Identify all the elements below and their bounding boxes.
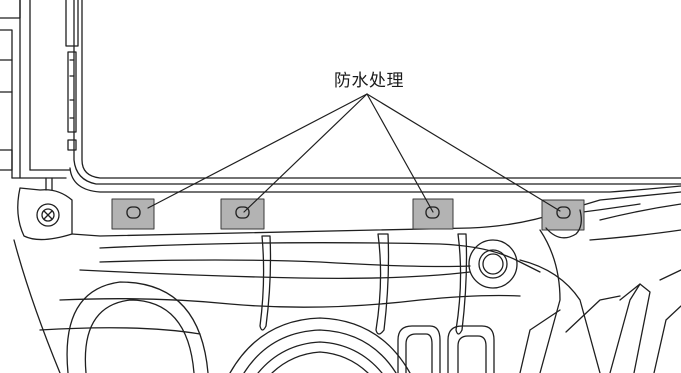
leader-line-4 <box>366 93 561 212</box>
speaker-opening <box>66 281 209 373</box>
waterproof-patch-4 <box>541 199 585 239</box>
leader-line-2 <box>243 93 368 213</box>
panel-ribs <box>259 233 468 335</box>
callout-leader-lines <box>147 93 561 213</box>
waterproof-patch-3 <box>412 198 454 230</box>
waterproof-patch-1 <box>111 198 155 230</box>
screw-head-icon <box>41 208 55 222</box>
grommet-icon <box>468 239 518 289</box>
callout-label: 防水处理 <box>334 71 404 91</box>
window-frame-left <box>0 0 79 191</box>
waterproof-patch-2 <box>220 198 265 230</box>
leader-line-1 <box>147 93 368 209</box>
lower-rings <box>229 317 411 373</box>
belt-line <box>69 0 681 193</box>
door-edge-right <box>565 269 681 373</box>
lower-openings <box>397 309 561 373</box>
leader-line-3 <box>366 93 434 213</box>
screw-boss <box>17 187 73 241</box>
